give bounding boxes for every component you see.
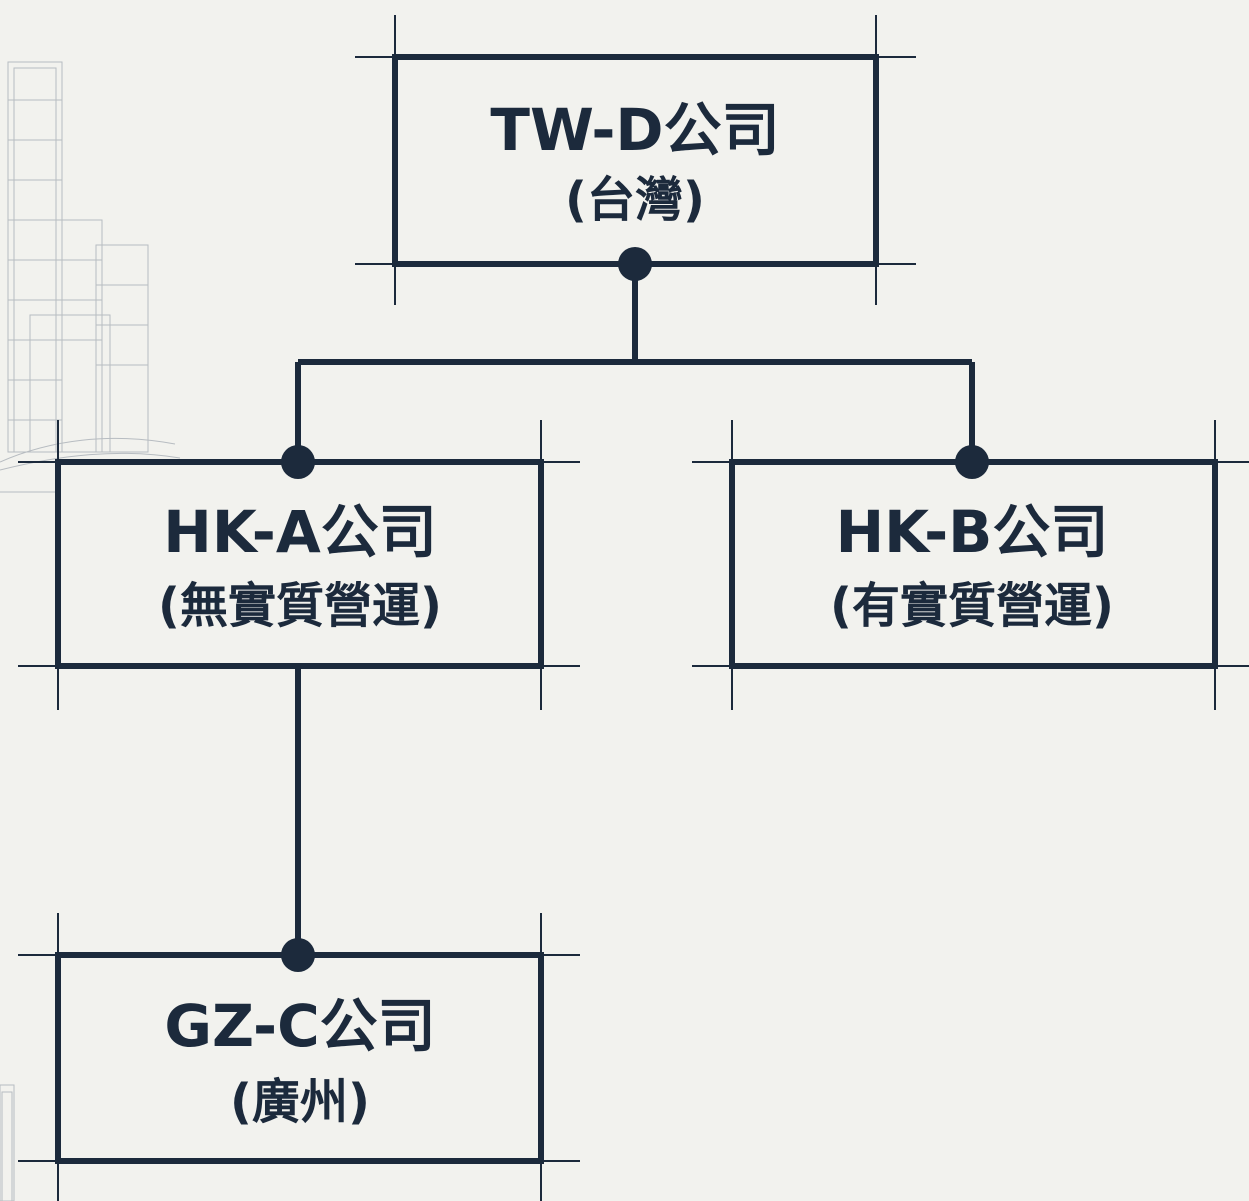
company-note-hk-a: (無實質營運) <box>158 578 442 634</box>
company-name-hk-a: HK-A公司 <box>163 498 436 566</box>
junction-dot-gz-c <box>281 938 315 972</box>
city-skyline-illustration <box>0 61 181 1201</box>
company-node-hk-b: HK-B公司 (有實質營運) <box>692 420 1249 710</box>
junction-dot-hk-a <box>281 445 315 479</box>
company-note-gz-c: (廣州) <box>230 1074 370 1130</box>
junction-dot-tw-d <box>618 247 652 281</box>
company-name-gz-c: GZ-C公司 <box>164 992 435 1060</box>
company-name-tw-d: TW-D公司 <box>490 96 779 164</box>
junction-dot-hk-b <box>955 445 989 479</box>
company-note-hk-b: (有實質營運) <box>830 578 1114 634</box>
company-name-hk-b: HK-B公司 <box>836 498 1109 566</box>
company-note-tw-d: (台灣) <box>565 172 705 228</box>
company-node-tw-d: TW-D公司 (台灣) <box>355 15 916 305</box>
